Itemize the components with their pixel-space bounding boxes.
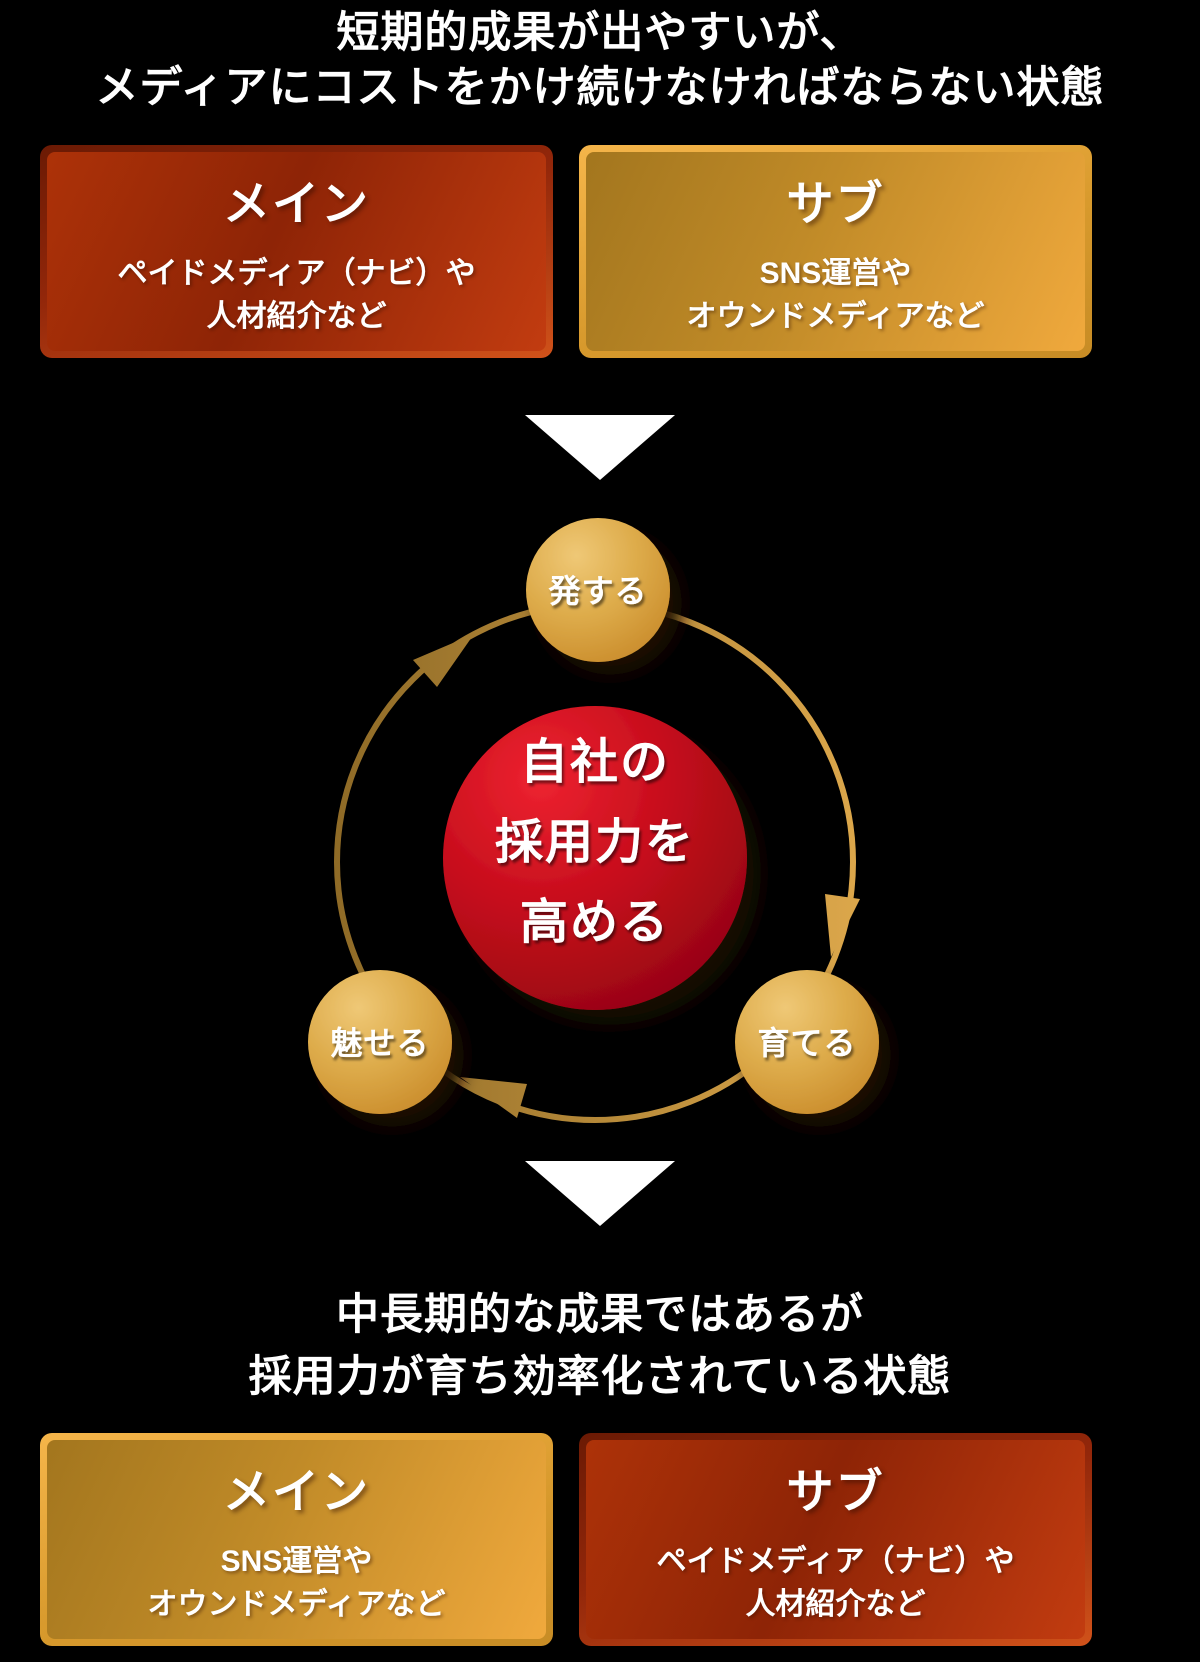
cycle-arrowhead-to-sodateru (825, 894, 860, 957)
center-label-line-3: 高める (520, 896, 670, 949)
top-sub-box: サブ SNS運営や オウンドメディアなど (579, 145, 1092, 358)
down-triangle-icon (525, 415, 675, 480)
bottom-sub-box-panel: サブ ペイドメディア（ナビ）や 人材紹介など (586, 1440, 1085, 1639)
bottom-main-box-body: SNS運営や オウンドメディアなど (148, 1540, 446, 1626)
top-heading-line-2: メディアにコストをかけ続けなければならない状態 (95, 64, 1105, 112)
center-label-line-2: 採用力を (495, 816, 695, 869)
bottom-sub-box-body: ペイドメディア（ナビ）や 人材紹介など (657, 1540, 1015, 1626)
cycle-arrowhead-to-hassuru (413, 634, 474, 687)
top-sub-box-body-line-1: SNS運営や (759, 257, 912, 290)
bottom-heading-line-1: 中長期的な成果ではあるが (336, 1291, 864, 1339)
node-label-sodateru: 育てる (757, 1025, 856, 1061)
top-main-box-body-line-2: 人材紹介など (206, 300, 387, 333)
bottom-main-box: メイン SNS運営や オウンドメディアなど (40, 1433, 553, 1646)
top-sub-box-panel: サブ SNS運営や オウンドメディアなど (586, 152, 1085, 351)
top-main-box-body: ペイドメディア（ナビ）や 人材紹介など (118, 252, 476, 338)
center-label-line-1: 自社の (520, 736, 670, 789)
top-main-box: メイン ペイドメディア（ナビ）や 人材紹介など (40, 145, 553, 358)
bottom-sub-box-title: サブ (786, 1465, 885, 1518)
bottom-sub-box: サブ ペイドメディア（ナビ）や 人材紹介など (579, 1433, 1092, 1646)
top-main-box-body-line-1: ペイドメディア（ナビ）や (117, 257, 476, 290)
bottom-heading-line-2: 採用力が育ち効率化されている状態 (248, 1353, 952, 1401)
node-circle-miseru (308, 970, 452, 1114)
bottom-sub-box-body-line-1: ペイドメディア（ナビ）や (656, 1545, 1015, 1578)
top-main-box-title: メイン (223, 177, 370, 230)
top-heading: 短期的成果が出やすいが、 メディアにコストをかけ続けなければならない状態 (0, 6, 1200, 116)
down-triangle-icon (525, 1161, 675, 1226)
top-heading-line-1: 短期的成果が出やすいが、 (336, 9, 864, 57)
bottom-sub-box-body-line-2: 人材紹介など (745, 1588, 926, 1621)
top-sub-box-title: サブ (786, 177, 885, 230)
top-main-box-panel: メイン ペイドメディア（ナビ）や 人材紹介など (47, 152, 546, 351)
cycle-diagram: 発する 魅せる 育てる 自社の 採用力を 高める (308, 518, 879, 1123)
node-label-miseru: 魅せる (330, 1025, 429, 1061)
bottom-main-box-panel: メイン SNS運営や オウンドメディアなど (47, 1440, 546, 1639)
cycle-arrowhead-to-miseru (460, 1077, 527, 1118)
bottom-main-box-title: メイン (223, 1465, 370, 1518)
node-label-hassuru: 発する (547, 573, 647, 609)
bottom-main-box-body-line-2: オウンドメディアなど (147, 1588, 446, 1621)
bottom-heading: 中長期的な成果ではあるが 採用力が育ち効率化されている状態 (0, 1284, 1200, 1408)
center-circle (443, 706, 747, 1010)
top-sub-box-body-line-2: オウンドメディアなど (686, 300, 985, 333)
node-circle-sodateru (735, 970, 879, 1114)
bottom-main-box-body-line-1: SNS運営や (220, 1545, 373, 1578)
node-circle-hassuru (526, 518, 670, 662)
top-sub-box-body: SNS運営や オウンドメディアなど (687, 252, 985, 338)
